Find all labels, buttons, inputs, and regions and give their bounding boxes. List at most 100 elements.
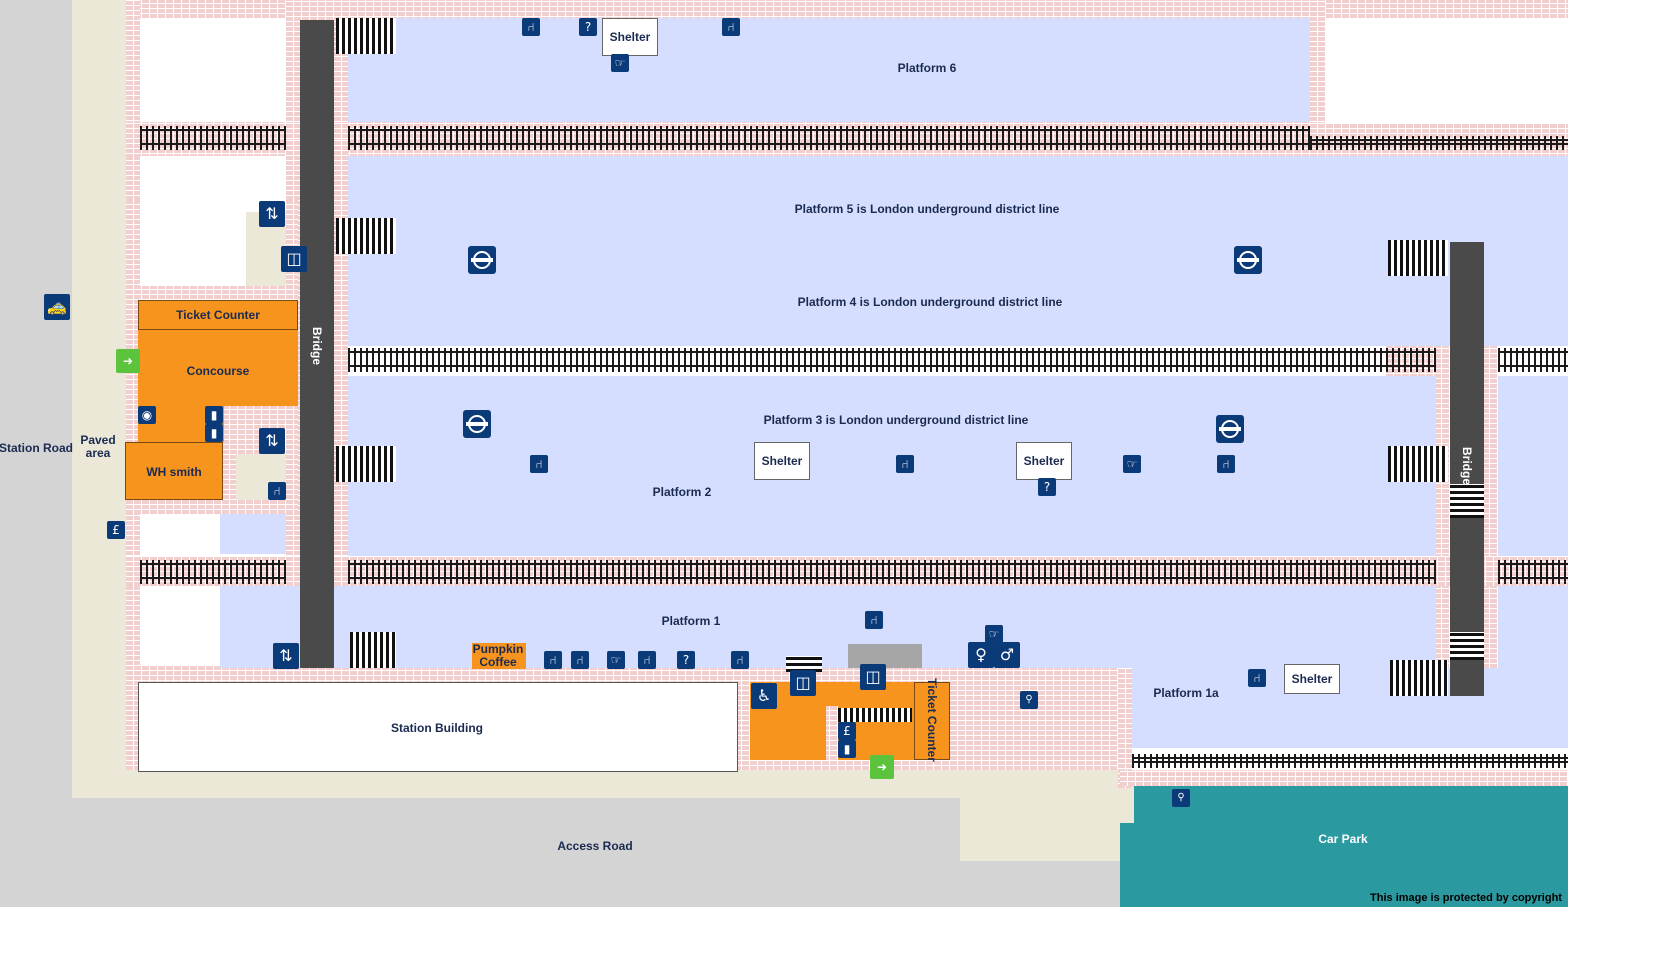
- track-platform-2-1: [348, 560, 1436, 584]
- info-icon: ☞: [985, 625, 1003, 643]
- track-platform-4-3-east: [1498, 348, 1568, 372]
- station-map: Bridge Bridge Ticket Counter Concourse W…: [0, 0, 1568, 907]
- stairs-platform-1: [350, 632, 396, 668]
- wh-smith: [125, 442, 223, 500]
- wh-smith-label: WH smith: [146, 465, 202, 479]
- stairs-platform-5: [336, 218, 396, 254]
- seat-icon: ⑁: [896, 455, 914, 473]
- platform-6: [348, 18, 1310, 122]
- ticket-counter-west-label: Ticket Counter: [176, 308, 260, 322]
- track-platform-6-5: [348, 126, 1310, 150]
- ticket-barrier: [838, 708, 912, 722]
- shelter-platform-1a: Shelter: [1284, 664, 1340, 694]
- toilets-icon: ♂: [994, 642, 1020, 668]
- platform-2-3: [348, 376, 1436, 556]
- stairs-bridge-east-low: [1450, 632, 1484, 660]
- atm-icon: £: [838, 722, 856, 740]
- car-park-label: Car Park: [1318, 832, 1368, 846]
- bridge-west-label: Bridge: [310, 326, 324, 366]
- paved-area: [72, 0, 126, 798]
- track-platform-2-1-east: [1498, 560, 1568, 584]
- seat-icon: ⑁: [544, 651, 562, 669]
- taxi-icon: 🚕: [44, 294, 70, 320]
- ticket-machine-icon: ▮: [205, 406, 223, 424]
- track-west-mid: [140, 560, 286, 584]
- platform-3-label: Platform 3 is London underground distric…: [763, 413, 1029, 427]
- stairs-east-5: [1388, 240, 1448, 276]
- ticket-counter-east-label: Ticket Counter: [925, 678, 939, 762]
- platform-1a: [1132, 668, 1568, 748]
- atm-icon: £: [107, 521, 125, 539]
- ticket-machine-icon: ▮: [838, 740, 856, 758]
- info-icon: ☞: [607, 651, 625, 669]
- help-point-icon: ?: [677, 651, 695, 669]
- track-platform-4-3: [348, 348, 1436, 372]
- track-platform-6-5-east: [1310, 136, 1568, 150]
- access-road: [72, 798, 1120, 907]
- access-road-label: Access Road: [557, 839, 633, 853]
- pumpkin-coffee-label: Pumpkin Coffee: [472, 642, 524, 669]
- platform-4-label: Platform 4 is London underground distric…: [797, 295, 1063, 309]
- underground-roundel-icon: [468, 246, 496, 274]
- exit-icon: ➜: [870, 755, 894, 779]
- car-park: [1120, 785, 1568, 907]
- cycle-parking-icon: ⚲: [1172, 789, 1190, 807]
- footbridge-east: [1450, 242, 1484, 696]
- platform-6-label: Platform 6: [897, 61, 957, 75]
- stairs-platform-2: [336, 446, 396, 482]
- ticket-counter-east: [914, 682, 950, 760]
- void-w3: [140, 586, 220, 666]
- station-building: [138, 682, 738, 772]
- stairs-bridge-east-mid: [1450, 484, 1484, 518]
- info-icon: ☞: [1123, 455, 1141, 473]
- station-building-label: Station Building: [391, 721, 483, 735]
- seat-icon: ⑁: [530, 455, 548, 473]
- platform-1-east: [1498, 586, 1568, 676]
- shelter-platform-2-east: Shelter: [1016, 442, 1072, 480]
- seat-icon: ⑁: [571, 651, 589, 669]
- seat-icon: ⑁: [865, 611, 883, 629]
- platform-2-3-east: [1498, 376, 1568, 556]
- platform-2-label: Platform 2: [652, 485, 712, 499]
- car-park-notch: [1120, 785, 1134, 823]
- exit-icon: ➜: [116, 349, 140, 373]
- stairs-east-3: [1388, 446, 1448, 482]
- seat-icon: ⑁: [638, 651, 656, 669]
- void-w2: [140, 514, 220, 554]
- footbridge-west: [300, 20, 334, 668]
- shelter-platform-2-west: Shelter: [754, 442, 810, 480]
- platform-5-label: Platform 5 is London underground distric…: [794, 202, 1060, 216]
- stairs-ticket-hall: [786, 656, 822, 672]
- ticket-machine-icon: ▮: [205, 424, 223, 442]
- seat-icon: ⑁: [268, 482, 286, 500]
- help-point-icon: ?: [1038, 478, 1056, 496]
- platform-4-5: [348, 156, 1568, 346]
- photo-booth-icon: ◉: [138, 406, 156, 424]
- cycle-parking-icon: ⚲: [1020, 691, 1038, 709]
- void-nw: [140, 18, 286, 122]
- underground-roundel-icon: [463, 410, 491, 438]
- lift-icon: ◫: [281, 246, 307, 272]
- seat-icon: ⑁: [522, 18, 540, 36]
- track-platform-1a: [1132, 754, 1568, 768]
- pumpkin-coffee: [472, 643, 526, 669]
- underground-roundel-icon: [1216, 415, 1244, 443]
- help-point-icon: ?: [579, 18, 597, 36]
- shelter-platform-6: Shelter: [602, 18, 658, 56]
- lift-icon: ⇅: [259, 201, 285, 227]
- platform-1-strip: [1132, 586, 1436, 676]
- forecourt: [126, 770, 1121, 798]
- toilets-icon: ♀: [968, 642, 994, 668]
- platform-1-label: Platform 1: [661, 614, 721, 628]
- seat-icon: ⑁: [731, 651, 749, 669]
- seat-icon: ⑁: [1217, 455, 1235, 473]
- info-icon: ☞: [611, 54, 629, 72]
- track-west-north: [140, 126, 286, 150]
- station-road-label: Station Road: [0, 441, 73, 455]
- platform-2-west: [220, 514, 286, 554]
- accessible-toilet-icon: ♿: [751, 683, 777, 709]
- platform-1a-label: Platform 1a: [1153, 686, 1219, 700]
- lift-icon: ⇅: [273, 643, 299, 669]
- lift-icon: ◫: [790, 670, 816, 696]
- paved-area-label: Paved area: [80, 433, 116, 460]
